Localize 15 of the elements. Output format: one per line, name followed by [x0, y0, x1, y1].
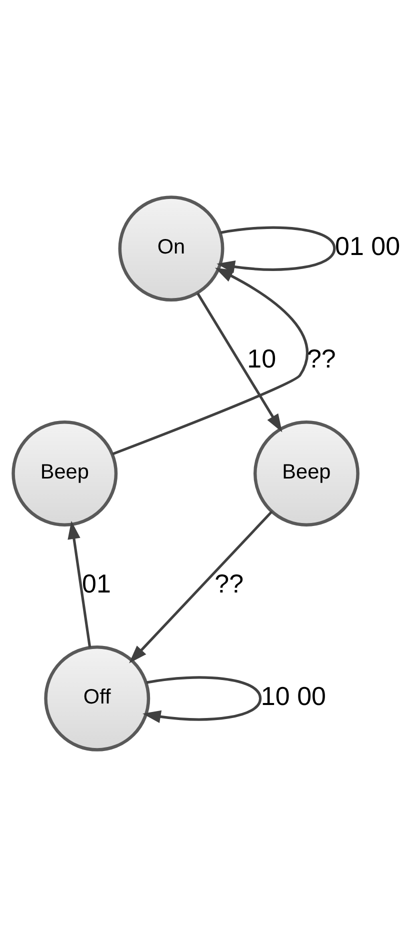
node-circle: Beep [253, 420, 360, 526]
node-circle: On [118, 196, 224, 302]
node-circle: Beep [12, 420, 118, 526]
arrow [216, 226, 336, 274]
edge-label: 10 00 [260, 680, 326, 711]
arrow [196, 292, 282, 432]
edge-label: 01 00 [335, 231, 400, 262]
edge-label: 10 [247, 344, 276, 374]
edge-label: ?? [214, 568, 244, 598]
arrow [68, 520, 92, 648]
arrow [142, 676, 262, 723]
edge-label: 01 [82, 568, 111, 598]
arrow [112, 268, 308, 456]
edge-label: ?? [306, 344, 336, 374]
arrow [129, 510, 273, 664]
